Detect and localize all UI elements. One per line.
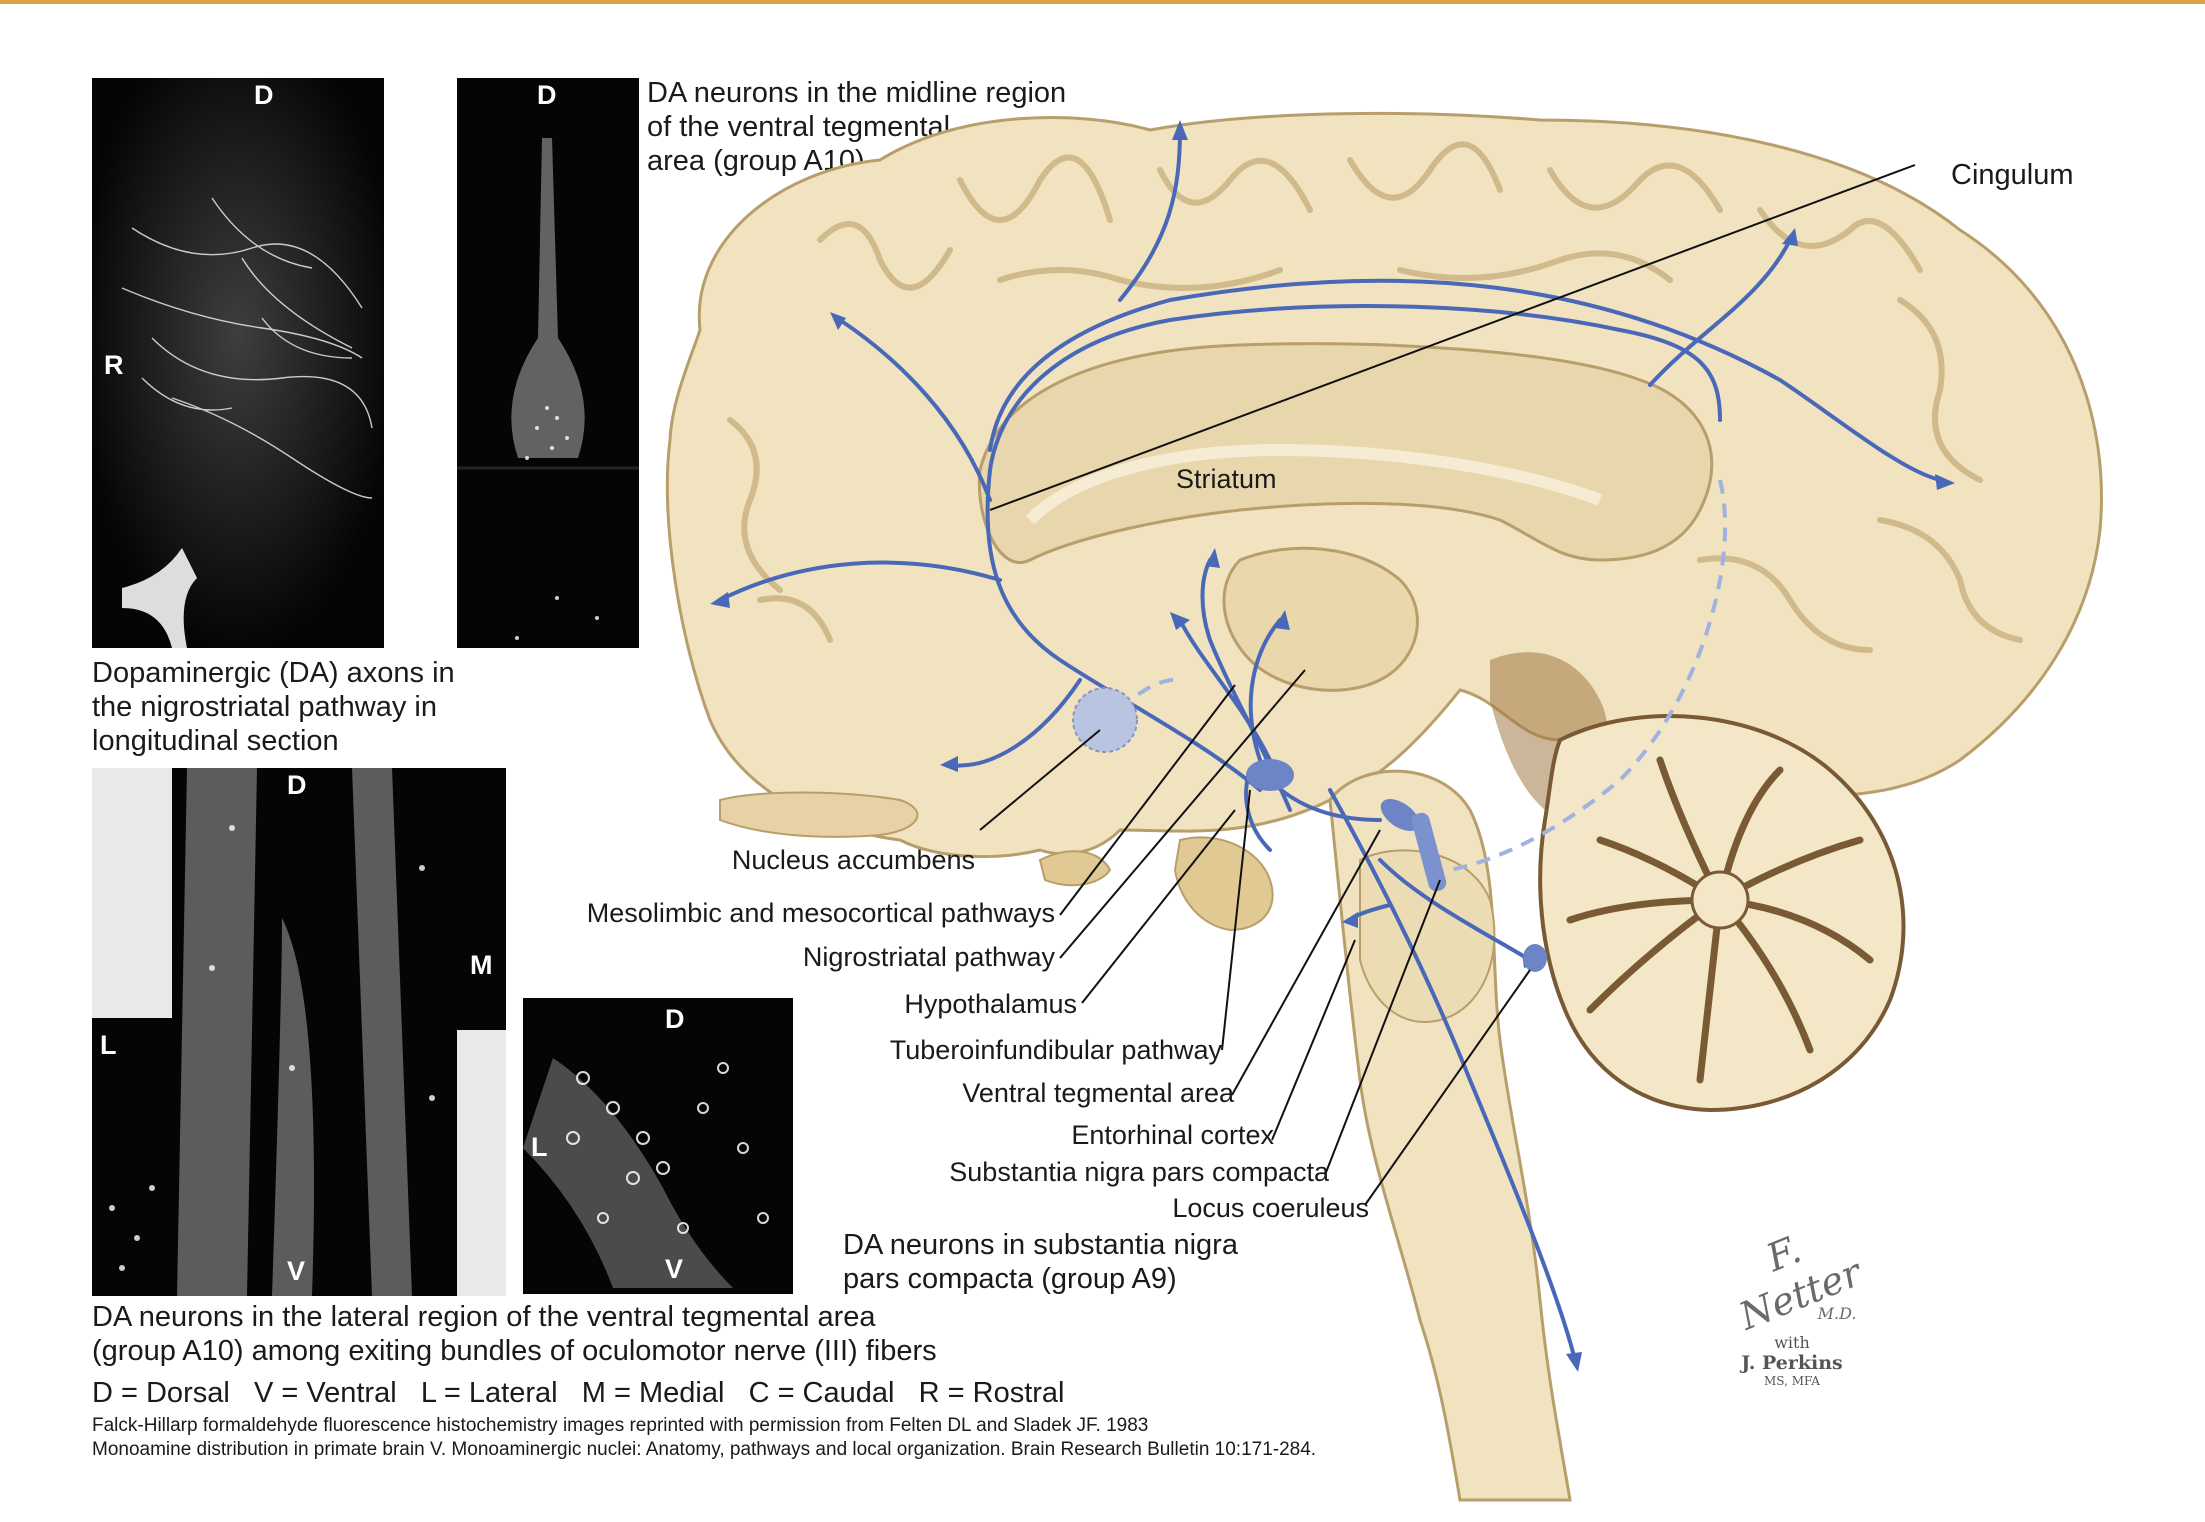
label-striatum: Striatum bbox=[1176, 464, 1277, 494]
nigrostriatal-pathway bbox=[1200, 558, 1292, 812]
label-dorsal: D bbox=[254, 80, 274, 110]
label-entorhinal-cortex: Entorhinal cortex bbox=[1071, 1120, 1274, 1150]
caption-midline-line2: of the ventral tegmental bbox=[647, 111, 951, 143]
label-lateral: L bbox=[531, 1132, 548, 1162]
fluorescence-texture bbox=[92, 78, 384, 648]
orientation-legend: D = Dorsal V = Ventral L = Lateral M = M… bbox=[92, 1377, 1065, 1409]
label-dorsal: D bbox=[287, 770, 307, 800]
label-nucleus-accumbens: Nucleus accumbens bbox=[731, 845, 975, 875]
micrograph-substantia-nigra: D L V bbox=[523, 998, 793, 1294]
label-ventral: V bbox=[665, 1254, 684, 1284]
signature-artist-degree: MS, MFA bbox=[1764, 1374, 1820, 1388]
label-ventral-tegmental-area: Ventral tegmental area bbox=[962, 1078, 1234, 1108]
caption-axons-line2: the nigrostriatal pathway in bbox=[92, 691, 437, 723]
arrowheads bbox=[710, 120, 1955, 1372]
micrograph-lateral-vta: D M L V bbox=[92, 768, 506, 1296]
fluorescence-texture bbox=[92, 768, 506, 1296]
nucleus-accumbens-marker bbox=[1072, 687, 1138, 753]
caption-midline-line1: DA neurons in the midline region bbox=[647, 77, 1067, 109]
artist-signature: F. Netter M.D. with J. Perkins MS, MFA bbox=[1712, 1227, 1872, 1388]
thalamus bbox=[1222, 546, 1419, 692]
snpc-band bbox=[1411, 812, 1447, 892]
label-cingulum: Cingulum bbox=[1951, 159, 2074, 191]
label-tuberoinfundibular: Tuberoinfundibular pathway bbox=[889, 1035, 1222, 1065]
label-dorsal: D bbox=[537, 80, 557, 110]
caption-sn-line1: DA neurons in substantia nigra bbox=[843, 1229, 1238, 1261]
mesocortical-pathway bbox=[985, 304, 1722, 792]
top-accent-line bbox=[0, 0, 2205, 4]
label-locus-coeruleus: Locus coeruleus bbox=[1172, 1193, 1369, 1223]
credit-line1: Falck-Hillarp formaldehyde fluorescence … bbox=[92, 1415, 1149, 1436]
caption-sn-line2: pars compacta (group A9) bbox=[843, 1263, 1177, 1295]
fluorescence-texture bbox=[457, 138, 639, 640]
label-substantia-nigra: Substantia nigra pars compacta bbox=[949, 1157, 1329, 1187]
label-lateral: L bbox=[100, 1030, 117, 1060]
micrograph-longitudinal-section: D R C bbox=[92, 78, 384, 648]
label-ventral: V bbox=[287, 1256, 306, 1286]
dopamine-pathways bbox=[718, 128, 1942, 1362]
label-caudal-overlay: C bbox=[403, 350, 423, 380]
vta-marker bbox=[1246, 759, 1294, 791]
label-hypothalamus: Hypothalamus bbox=[904, 989, 1077, 1019]
caption-axons-line1: Dopaminergic (DA) axons in bbox=[92, 657, 455, 689]
label-mesolimbic-mesocortical: Mesolimbic and mesocortical pathways bbox=[586, 898, 1055, 928]
micrograph-midline-vta: D bbox=[457, 78, 639, 648]
label-rostral: R bbox=[104, 350, 124, 380]
snpc-marker bbox=[1380, 799, 1420, 831]
netter-degree: M.D. bbox=[1817, 1304, 1857, 1323]
label-dorsal: D bbox=[665, 1004, 685, 1034]
credit-line2: Monoamine distribution in primate brain … bbox=[92, 1439, 1317, 1460]
locus-coeruleus-marker bbox=[1523, 944, 1547, 972]
descending-pathway bbox=[1328, 788, 1577, 1362]
label-medial: M bbox=[470, 950, 493, 980]
label-nigrostriatal: Nigrostriatal pathway bbox=[802, 942, 1055, 972]
leader-lines bbox=[979, 164, 1916, 1206]
fluorescence-texture bbox=[523, 1058, 769, 1288]
caption-lateral-line2: (group A10) among exiting bundles of ocu… bbox=[92, 1335, 937, 1367]
signature-artist: J. Perkins bbox=[1741, 1352, 1843, 1374]
signature-with: with bbox=[1774, 1333, 1810, 1352]
caption-axons-line3: longitudinal section bbox=[92, 725, 339, 757]
caption-lateral-line1: DA neurons in the lateral region of the … bbox=[92, 1301, 876, 1333]
